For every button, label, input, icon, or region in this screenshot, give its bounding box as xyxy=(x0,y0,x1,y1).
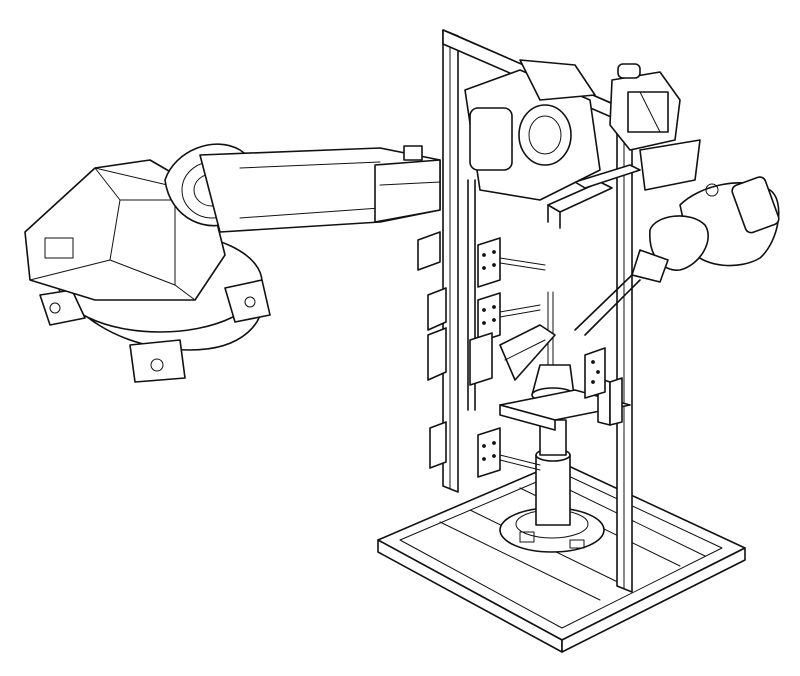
clamp-2 xyxy=(427,287,541,343)
robot-arm xyxy=(164,59,601,233)
gripper-clamps xyxy=(417,231,606,478)
clamp-1 xyxy=(417,231,546,288)
robot-wrist xyxy=(609,63,701,191)
side-clamp-right xyxy=(584,347,606,399)
clamp-3 xyxy=(427,324,556,386)
clamp-4 xyxy=(429,421,541,478)
end-effector-tool xyxy=(574,176,780,336)
